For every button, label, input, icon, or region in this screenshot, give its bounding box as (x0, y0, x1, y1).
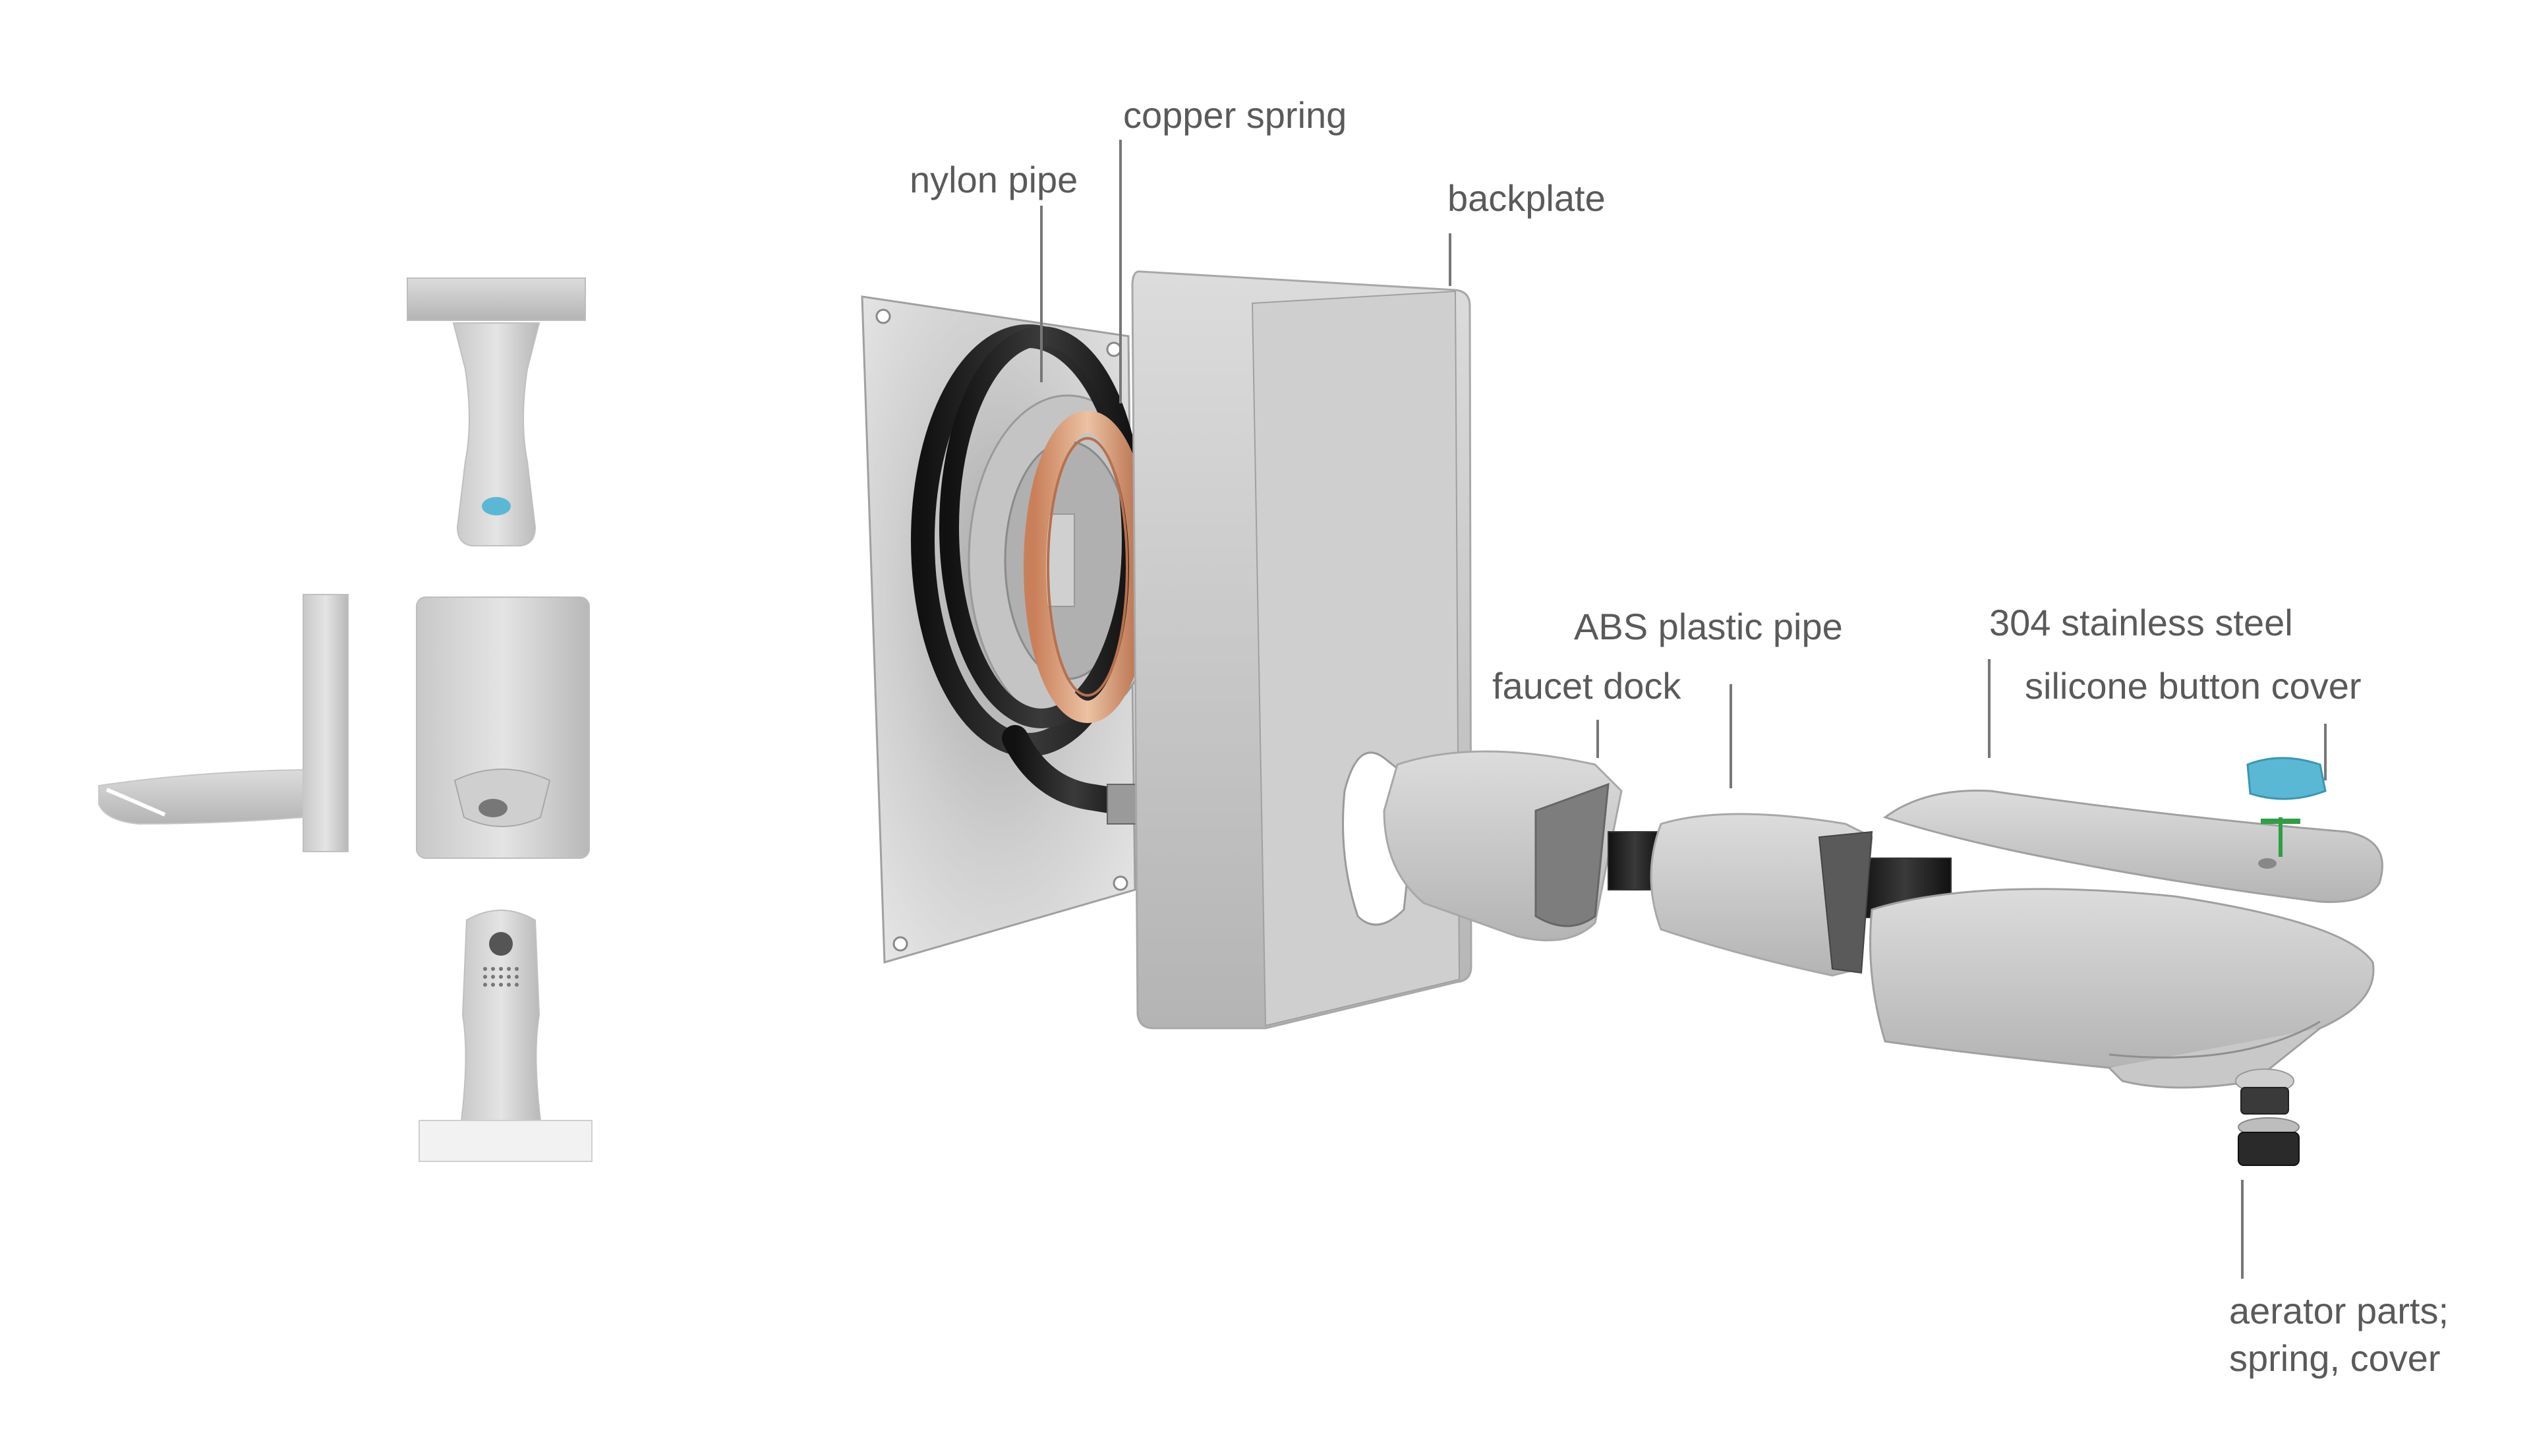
label-aerator-line2: spring, cover (2229, 1337, 2441, 1379)
silicone-button-icon (482, 497, 511, 515)
label-stainless-steel: 304 stainless steel (1989, 602, 2293, 643)
top-view (407, 277, 586, 546)
sensor-dot-icon (479, 799, 508, 817)
silicone-button-cover (2246, 757, 2327, 857)
hose-fitting (1107, 784, 1141, 825)
label-faucet-dock: faucet dock (1492, 665, 1681, 707)
label-nylon-pipe: nylon pipe (910, 159, 1078, 200)
backplate-box (1131, 270, 1472, 1030)
bottom-view (419, 910, 593, 1162)
orthographic-views (98, 277, 593, 1162)
aerator-parts (2235, 1068, 2300, 1166)
abs-plastic-pipe (1650, 813, 1873, 977)
label-abs-plastic-pipe: ABS plastic pipe (1574, 606, 1843, 647)
label-backplate: backplate (1447, 177, 1606, 219)
label-copper-spring: copper spring (1123, 94, 1347, 136)
stainless-steel-cover (1882, 790, 2383, 903)
exploded-assembly (861, 270, 2383, 1166)
labels: nylon pipe copper spring backplate ABS p… (910, 94, 2449, 1379)
faucet-dock (1383, 750, 1623, 942)
spout-body (1869, 888, 2375, 1089)
leader-lines (1040, 140, 2327, 1279)
side-view (98, 594, 349, 852)
label-silicone-button-cover: silicone button cover (2025, 665, 2362, 707)
front-view (416, 597, 590, 859)
label-aerator-line1: aerator parts; (2229, 1290, 2449, 1331)
